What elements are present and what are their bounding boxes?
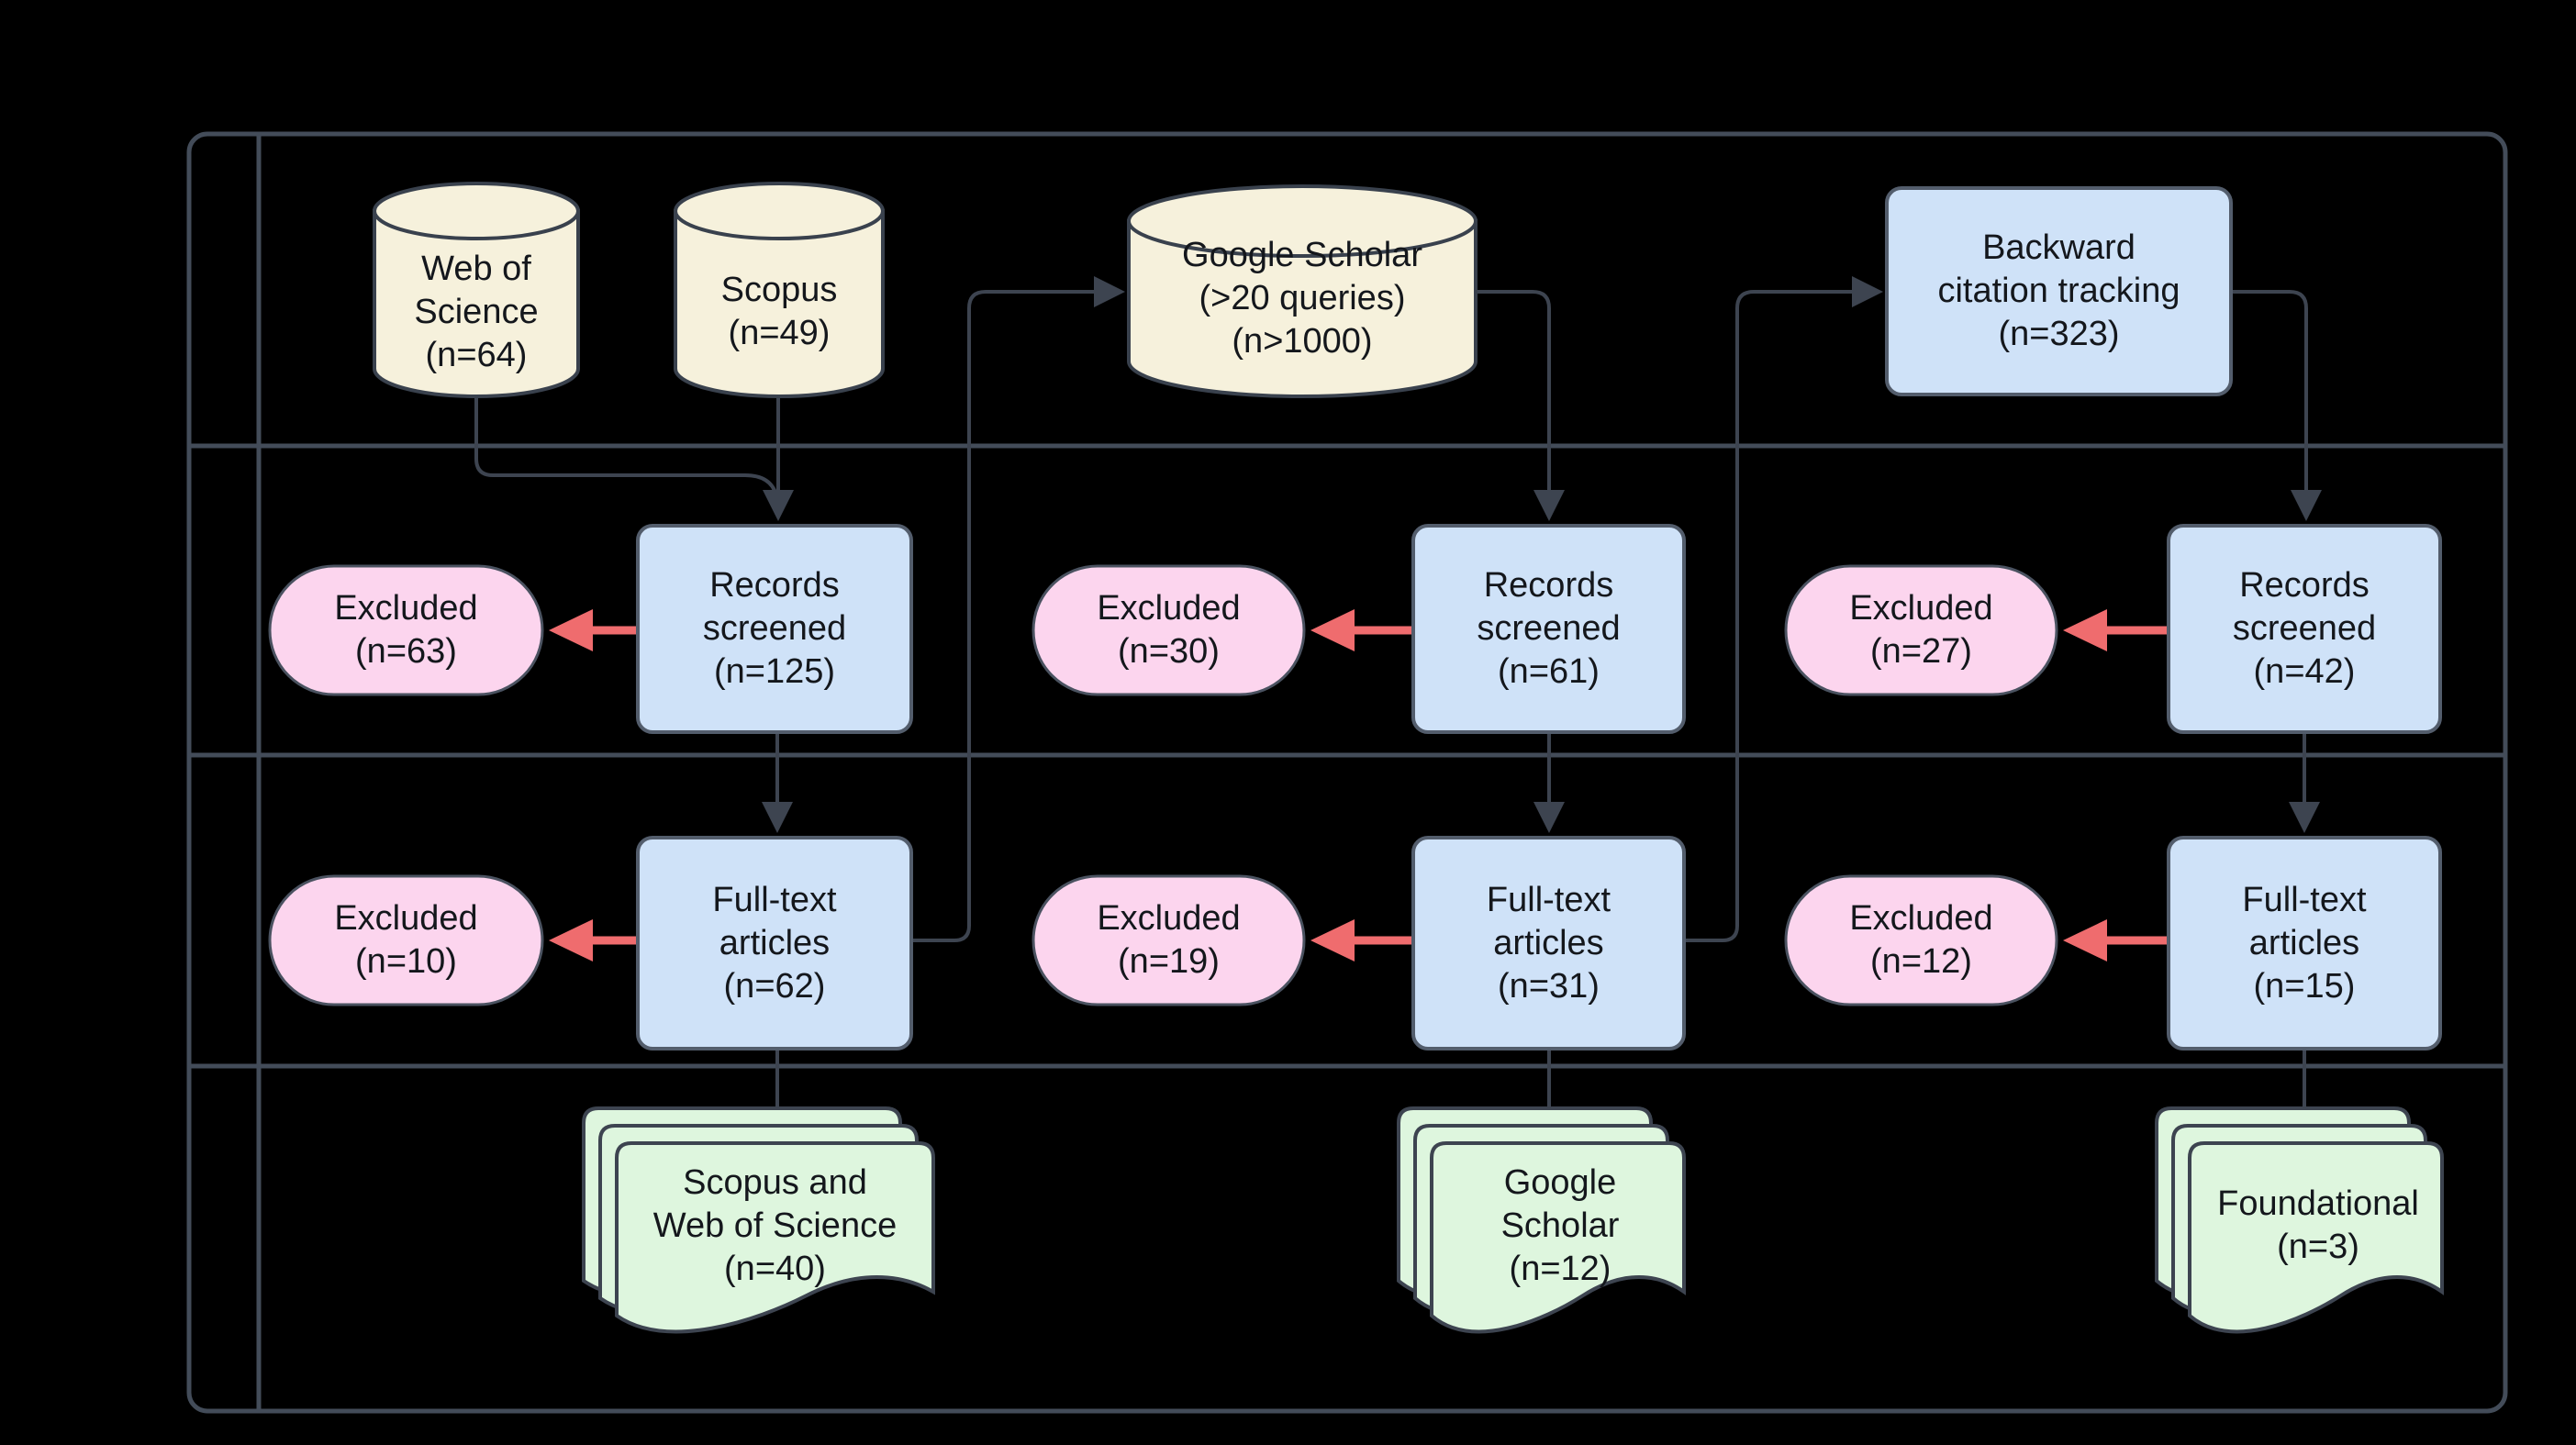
google-scholar-database [1127, 184, 1478, 398]
arrowhead-down-icon [2289, 802, 2320, 833]
connectors [474, 290, 2308, 1108]
arrowhead-down-icon [1533, 490, 1565, 521]
connector-wos-merge [474, 396, 778, 496]
grid-frame [186, 131, 2508, 1414]
process-shapes [636, 186, 2442, 1050]
excluded-oval-screened-2 [1032, 564, 1306, 696]
arrowhead-left-icon [2063, 609, 2107, 651]
included-docs-2 [1397, 1106, 1686, 1334]
records-screened-box-2 [1411, 524, 1686, 734]
arrowhead-left-icon [1310, 919, 1355, 961]
exclusion-shapes [268, 564, 2058, 1006]
connector-backward-to-screened3 [2231, 290, 2308, 492]
connector-google-scholar-to-screened2 [1476, 290, 1551, 492]
included-docs-1 [582, 1106, 935, 1334]
connector-fulltext1-to-google-scholar [911, 290, 1096, 942]
exclusion-arrows [591, 626, 2169, 945]
records-screened-box-1 [636, 524, 913, 734]
fulltext-box-2 [1411, 836, 1686, 1050]
included-docs-3 [2155, 1106, 2444, 1334]
exclusion-arrowheads [549, 609, 2107, 961]
excluded-oval-fulltext-1 [268, 874, 544, 1006]
arrowhead-down-icon [2291, 490, 2322, 521]
arrowhead-down-icon [763, 490, 794, 521]
backward-citation-box [1885, 186, 2233, 396]
outer-frame [186, 131, 2508, 1414]
excluded-oval-fulltext-3 [1784, 874, 2058, 1006]
arrowhead-right-icon [1852, 276, 1883, 307]
arrowhead-left-icon [2063, 919, 2107, 961]
arrowhead-right-icon [1094, 276, 1125, 307]
arrowhead-left-icon [1310, 609, 1355, 651]
excluded-oval-screened-1 [268, 564, 544, 696]
arrowhead-down-icon [1533, 802, 1565, 833]
arrowhead-left-icon [549, 919, 593, 961]
database-shapes [373, 182, 1478, 398]
fulltext-box-1 [636, 836, 913, 1050]
scopus-database [674, 182, 885, 398]
document-stacks [582, 1106, 2444, 1334]
arrowhead-left-icon [549, 609, 593, 651]
web-of-science-database [373, 182, 580, 398]
fulltext-box-3 [2167, 836, 2442, 1050]
excluded-oval-fulltext-2 [1032, 874, 1306, 1006]
arrowhead-down-icon [762, 802, 793, 833]
connector-fulltext2-to-backward [1684, 290, 1854, 942]
records-screened-box-3 [2167, 524, 2442, 734]
excluded-oval-screened-3 [1784, 564, 2058, 696]
